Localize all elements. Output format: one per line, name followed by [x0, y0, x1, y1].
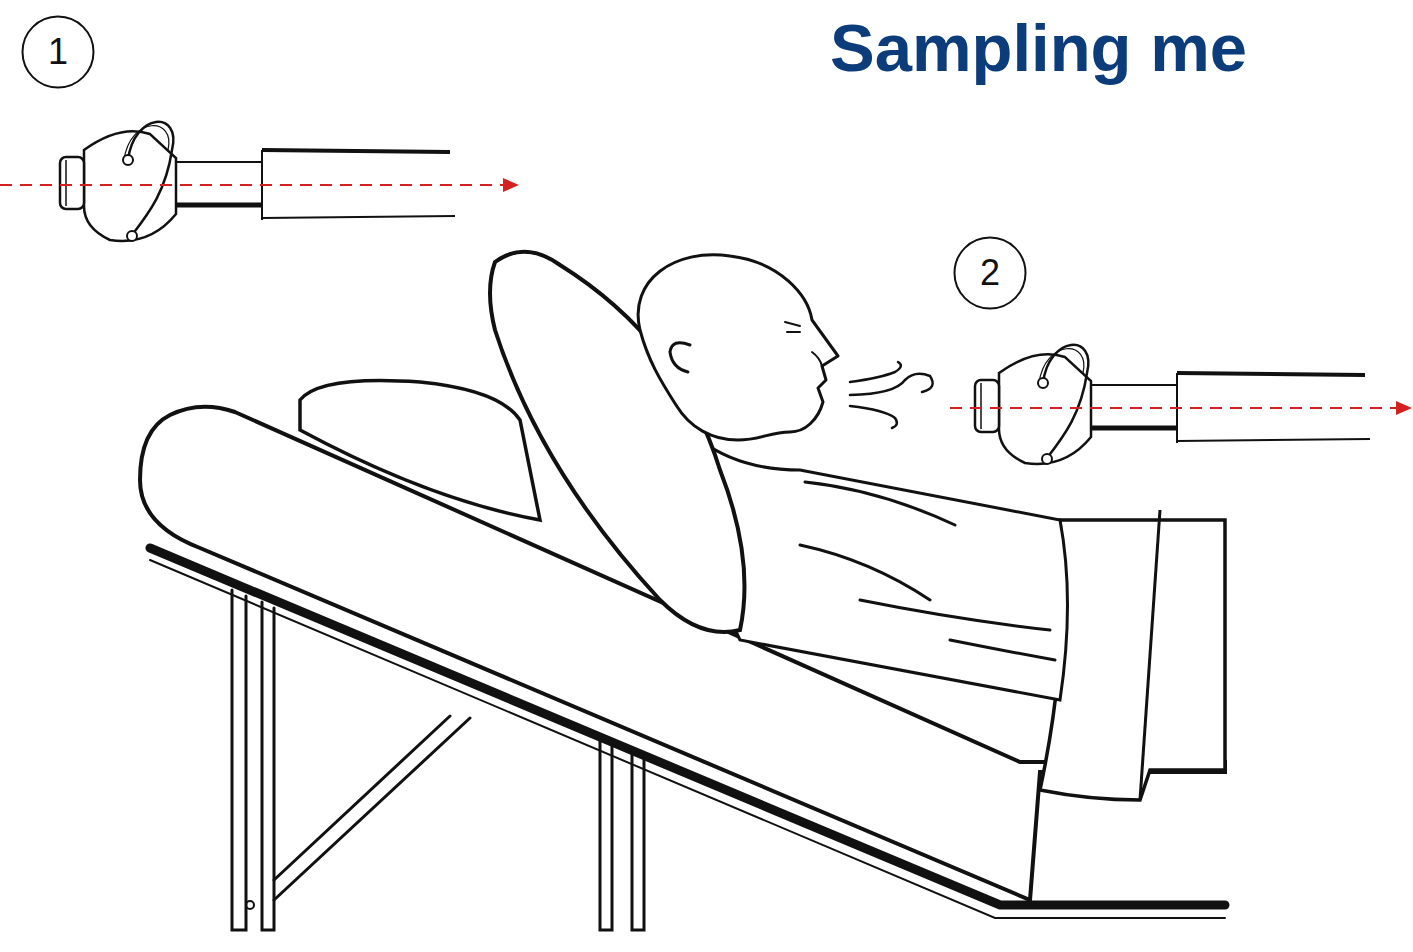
patient-head: [638, 255, 838, 440]
arrow-head: [503, 178, 1412, 415]
patient-body: [700, 440, 1068, 700]
flow-arrow: [950, 407, 1398, 409]
flow-arrow: [0, 185, 1398, 408]
breath-mask: [975, 345, 1370, 464]
callout-circle: 2: [953, 236, 1027, 310]
breath-mask: [60, 122, 455, 241]
patient-body: [800, 482, 1055, 660]
breath-puff: [850, 374, 933, 395]
patient-head: [638, 255, 838, 440]
bed-frame: [246, 901, 254, 909]
breath-puff: [850, 362, 933, 428]
circle-outline: [955, 238, 1026, 309]
callout-circle: 1: [21, 15, 95, 89]
bed-frame: [262, 602, 274, 930]
patient-head: [812, 352, 822, 366]
blanket: [1040, 520, 1225, 800]
arrow-head: [503, 178, 519, 192]
callout-number: 1: [48, 34, 68, 70]
flow-arrow: [0, 184, 505, 186]
breath-puff: [850, 362, 901, 382]
pillow: [300, 380, 540, 520]
patient-head: [785, 322, 800, 332]
breath-puff: [850, 406, 897, 428]
bed-frame: [600, 740, 612, 930]
callout-number: 2: [980, 255, 1000, 291]
bed-frame: [232, 590, 246, 930]
patient-body: [700, 440, 1068, 700]
blanket-fold: [1140, 510, 1160, 800]
arrow-head: [1396, 401, 1412, 415]
diagram-title: Sampling me: [830, 8, 1247, 88]
patient-head: [670, 343, 690, 372]
bed-frame: [274, 716, 470, 900]
circle-outline: [23, 17, 94, 88]
bed-frame: [632, 752, 644, 930]
